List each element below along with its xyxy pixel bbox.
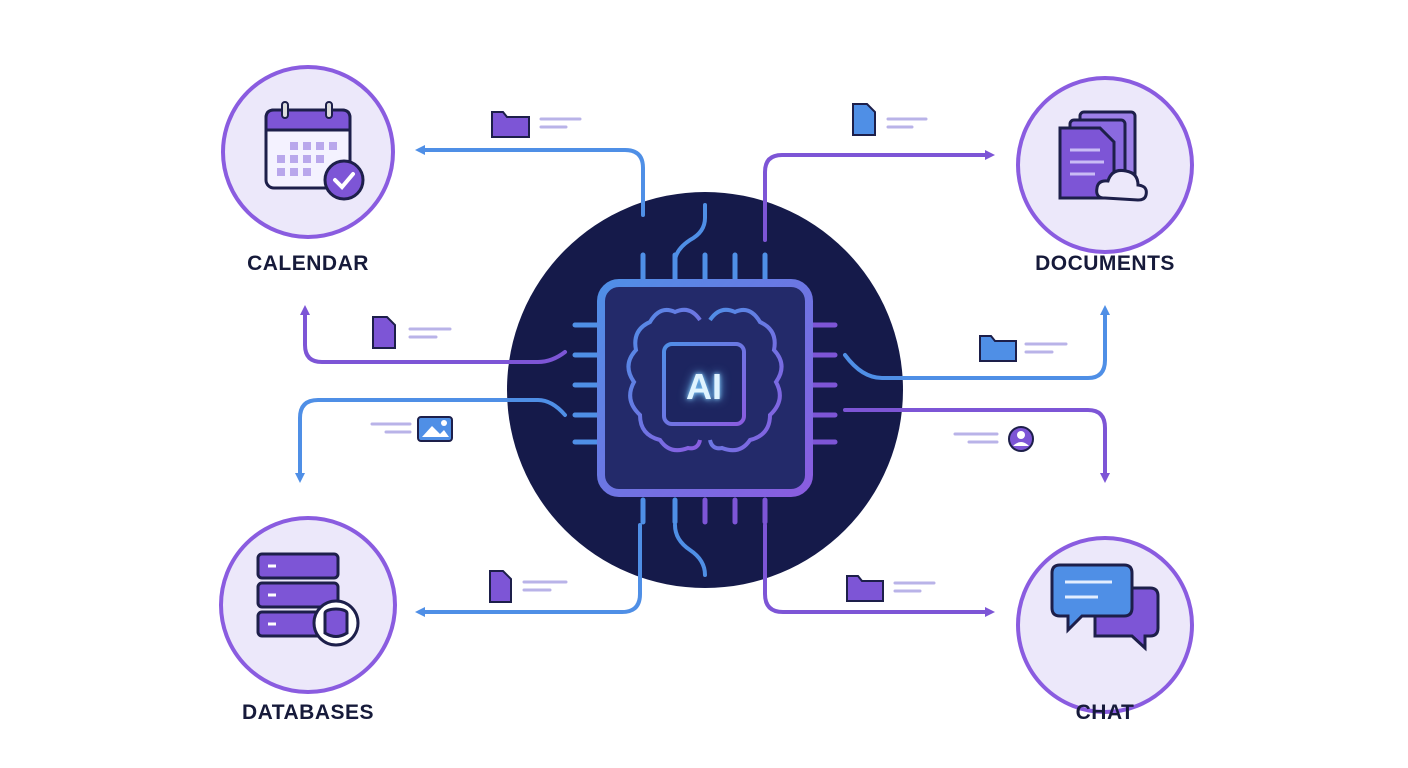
brain-icon [626,307,784,453]
databases-label: DATABASES [241,701,375,724]
folder-icon [846,575,884,602]
connector-chat [843,408,1110,483]
calendar-icon [264,101,365,201]
chip-pins [572,252,838,525]
connector-documents [763,150,995,242]
payload-lines [370,117,1068,593]
database-icon [256,552,360,647]
connector-databases [295,398,567,483]
connector-calendar-return [300,305,567,364]
connector-databases-bottom [415,523,642,617]
document-icon [372,316,396,349]
calendar-label: CALENDAR [247,252,369,275]
chat-icon [1050,563,1160,652]
ai-label: AI [686,366,722,407]
file-icon [489,570,512,603]
folder-icon [979,335,1017,362]
document-icon [852,103,876,136]
ai-core [662,342,746,426]
chat-label: CHAT [1075,701,1135,724]
folder-icon [491,111,530,138]
documents-label: DOCUMENTS [1035,252,1175,275]
connector-chat-bottom [763,523,995,617]
documents-icon [1058,110,1148,202]
connector-documents-return [843,305,1110,380]
connector-calendar [415,145,645,217]
